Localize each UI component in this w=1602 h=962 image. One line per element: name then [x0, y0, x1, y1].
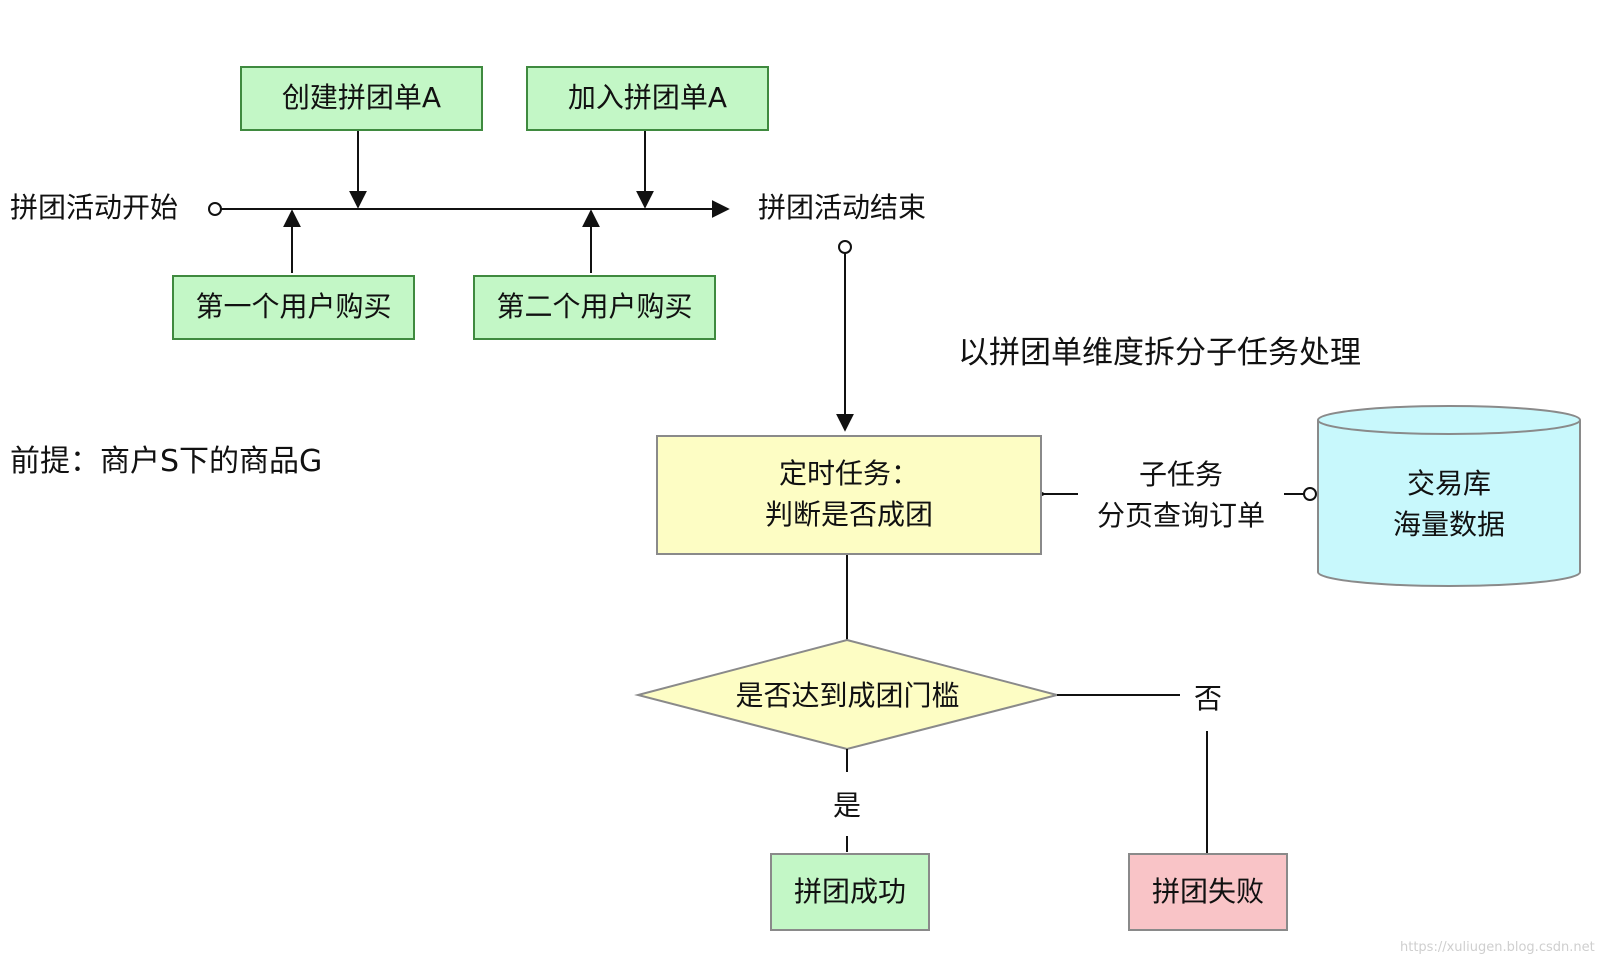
decision-label: 是否达到成团门槛: [735, 679, 960, 712]
scheduled-task-line1: 定时任务：: [778, 457, 919, 491]
result-success-box: 拼团成功: [770, 853, 930, 931]
timeline-start-label: 拼团活动开始: [10, 191, 179, 224]
timeline-start-dot: [208, 202, 222, 216]
timeline-end-label: 拼团活动结束: [758, 191, 927, 224]
subtask-line2: 分页查询订单: [1096, 498, 1265, 532]
branch-no-label: 否: [1193, 682, 1222, 715]
watermark-text: https://xuliugen.blog.csdn.net: [1400, 940, 1595, 955]
premise-text: 前提：商户S下的商品G: [10, 444, 323, 479]
database-line2: 海量数据: [1392, 507, 1505, 541]
create-order-box: 创建拼团单A: [240, 66, 483, 131]
join-order-box: 加入拼团单A: [526, 66, 769, 131]
split-note-text: 以拼团单维度拆分子任务处理: [958, 335, 1361, 371]
timeline-end-dot: [838, 240, 852, 254]
result-fail-label: 拼团失败: [1151, 874, 1264, 908]
subtask-label: 子任务 分页查询订单: [1088, 455, 1274, 536]
database-label: 交易库 海量数据: [1318, 464, 1580, 545]
second-user-label: 第二个用户购买: [496, 290, 693, 324]
scheduled-task-box: 定时任务： 判断是否成团: [656, 435, 1042, 555]
database-cylinder: [1317, 405, 1581, 587]
result-success-label: 拼团成功: [793, 874, 906, 908]
database-link-dot: [1303, 487, 1317, 501]
first-user-box: 第一个用户购买: [172, 275, 415, 340]
first-user-label: 第一个用户购买: [195, 290, 392, 324]
subtask-line1: 子任务: [1138, 458, 1223, 491]
result-fail-box: 拼团失败: [1128, 853, 1288, 931]
branch-yes-label: 是: [832, 789, 861, 822]
scheduled-task-line2: 判断是否成团: [764, 498, 933, 531]
join-order-label: 加入拼团单A: [567, 81, 728, 115]
database-line1: 交易库: [1406, 467, 1491, 500]
create-order-label: 创建拼团单A: [281, 81, 442, 115]
second-user-box: 第二个用户购买: [473, 275, 716, 340]
